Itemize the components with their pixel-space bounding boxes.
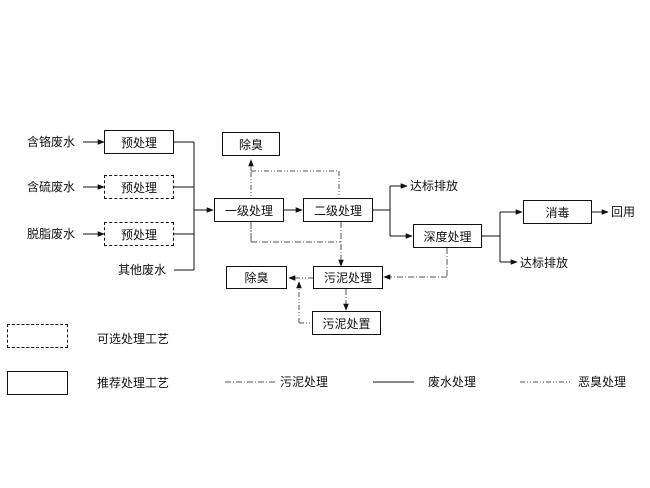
discharge-label-1: 达标排放: [410, 179, 459, 193]
legend-optional-label: 可选处理工艺: [97, 332, 170, 346]
pretreatment-box-1: 预处理: [104, 130, 174, 154]
secondary-treatment-box: 二级处理: [303, 198, 373, 222]
discharge-label-2: 达标排放: [520, 256, 569, 270]
deodor-box-top: 除臭: [222, 132, 280, 156]
reuse-label: 回用: [611, 205, 636, 219]
disinfection-box: 消毒: [523, 200, 592, 224]
legend-recommended-label: 推荐处理工艺: [97, 376, 170, 390]
sludge-disposal-box: 污泥处置: [312, 311, 381, 335]
deodor-box-bottom: 除臭: [226, 266, 287, 289]
sludge-treatment-box: 污泥处理: [313, 266, 383, 289]
legend-sludge-label: 污泥处理: [280, 375, 329, 389]
input-degrease-label: 脱脂废水: [27, 227, 76, 241]
pretreatment-box-3: 预处理: [104, 222, 174, 246]
legend-recommended-swatch: [7, 371, 68, 395]
legend-odor-label: 恶臭处理: [578, 375, 627, 389]
primary-treatment-box: 一级处理: [214, 198, 284, 222]
pretreatment-box-2: 预处理: [104, 175, 174, 199]
legend-optional-swatch: [7, 324, 68, 348]
advanced-treatment-box: 深度处理: [413, 224, 482, 248]
legend-water-label: 废水处理: [428, 375, 477, 389]
input-chrome-label: 含铬废水: [27, 135, 76, 149]
input-other-label: 其他废水: [118, 263, 167, 277]
input-sulfur-label: 含硫废水: [27, 180, 76, 194]
